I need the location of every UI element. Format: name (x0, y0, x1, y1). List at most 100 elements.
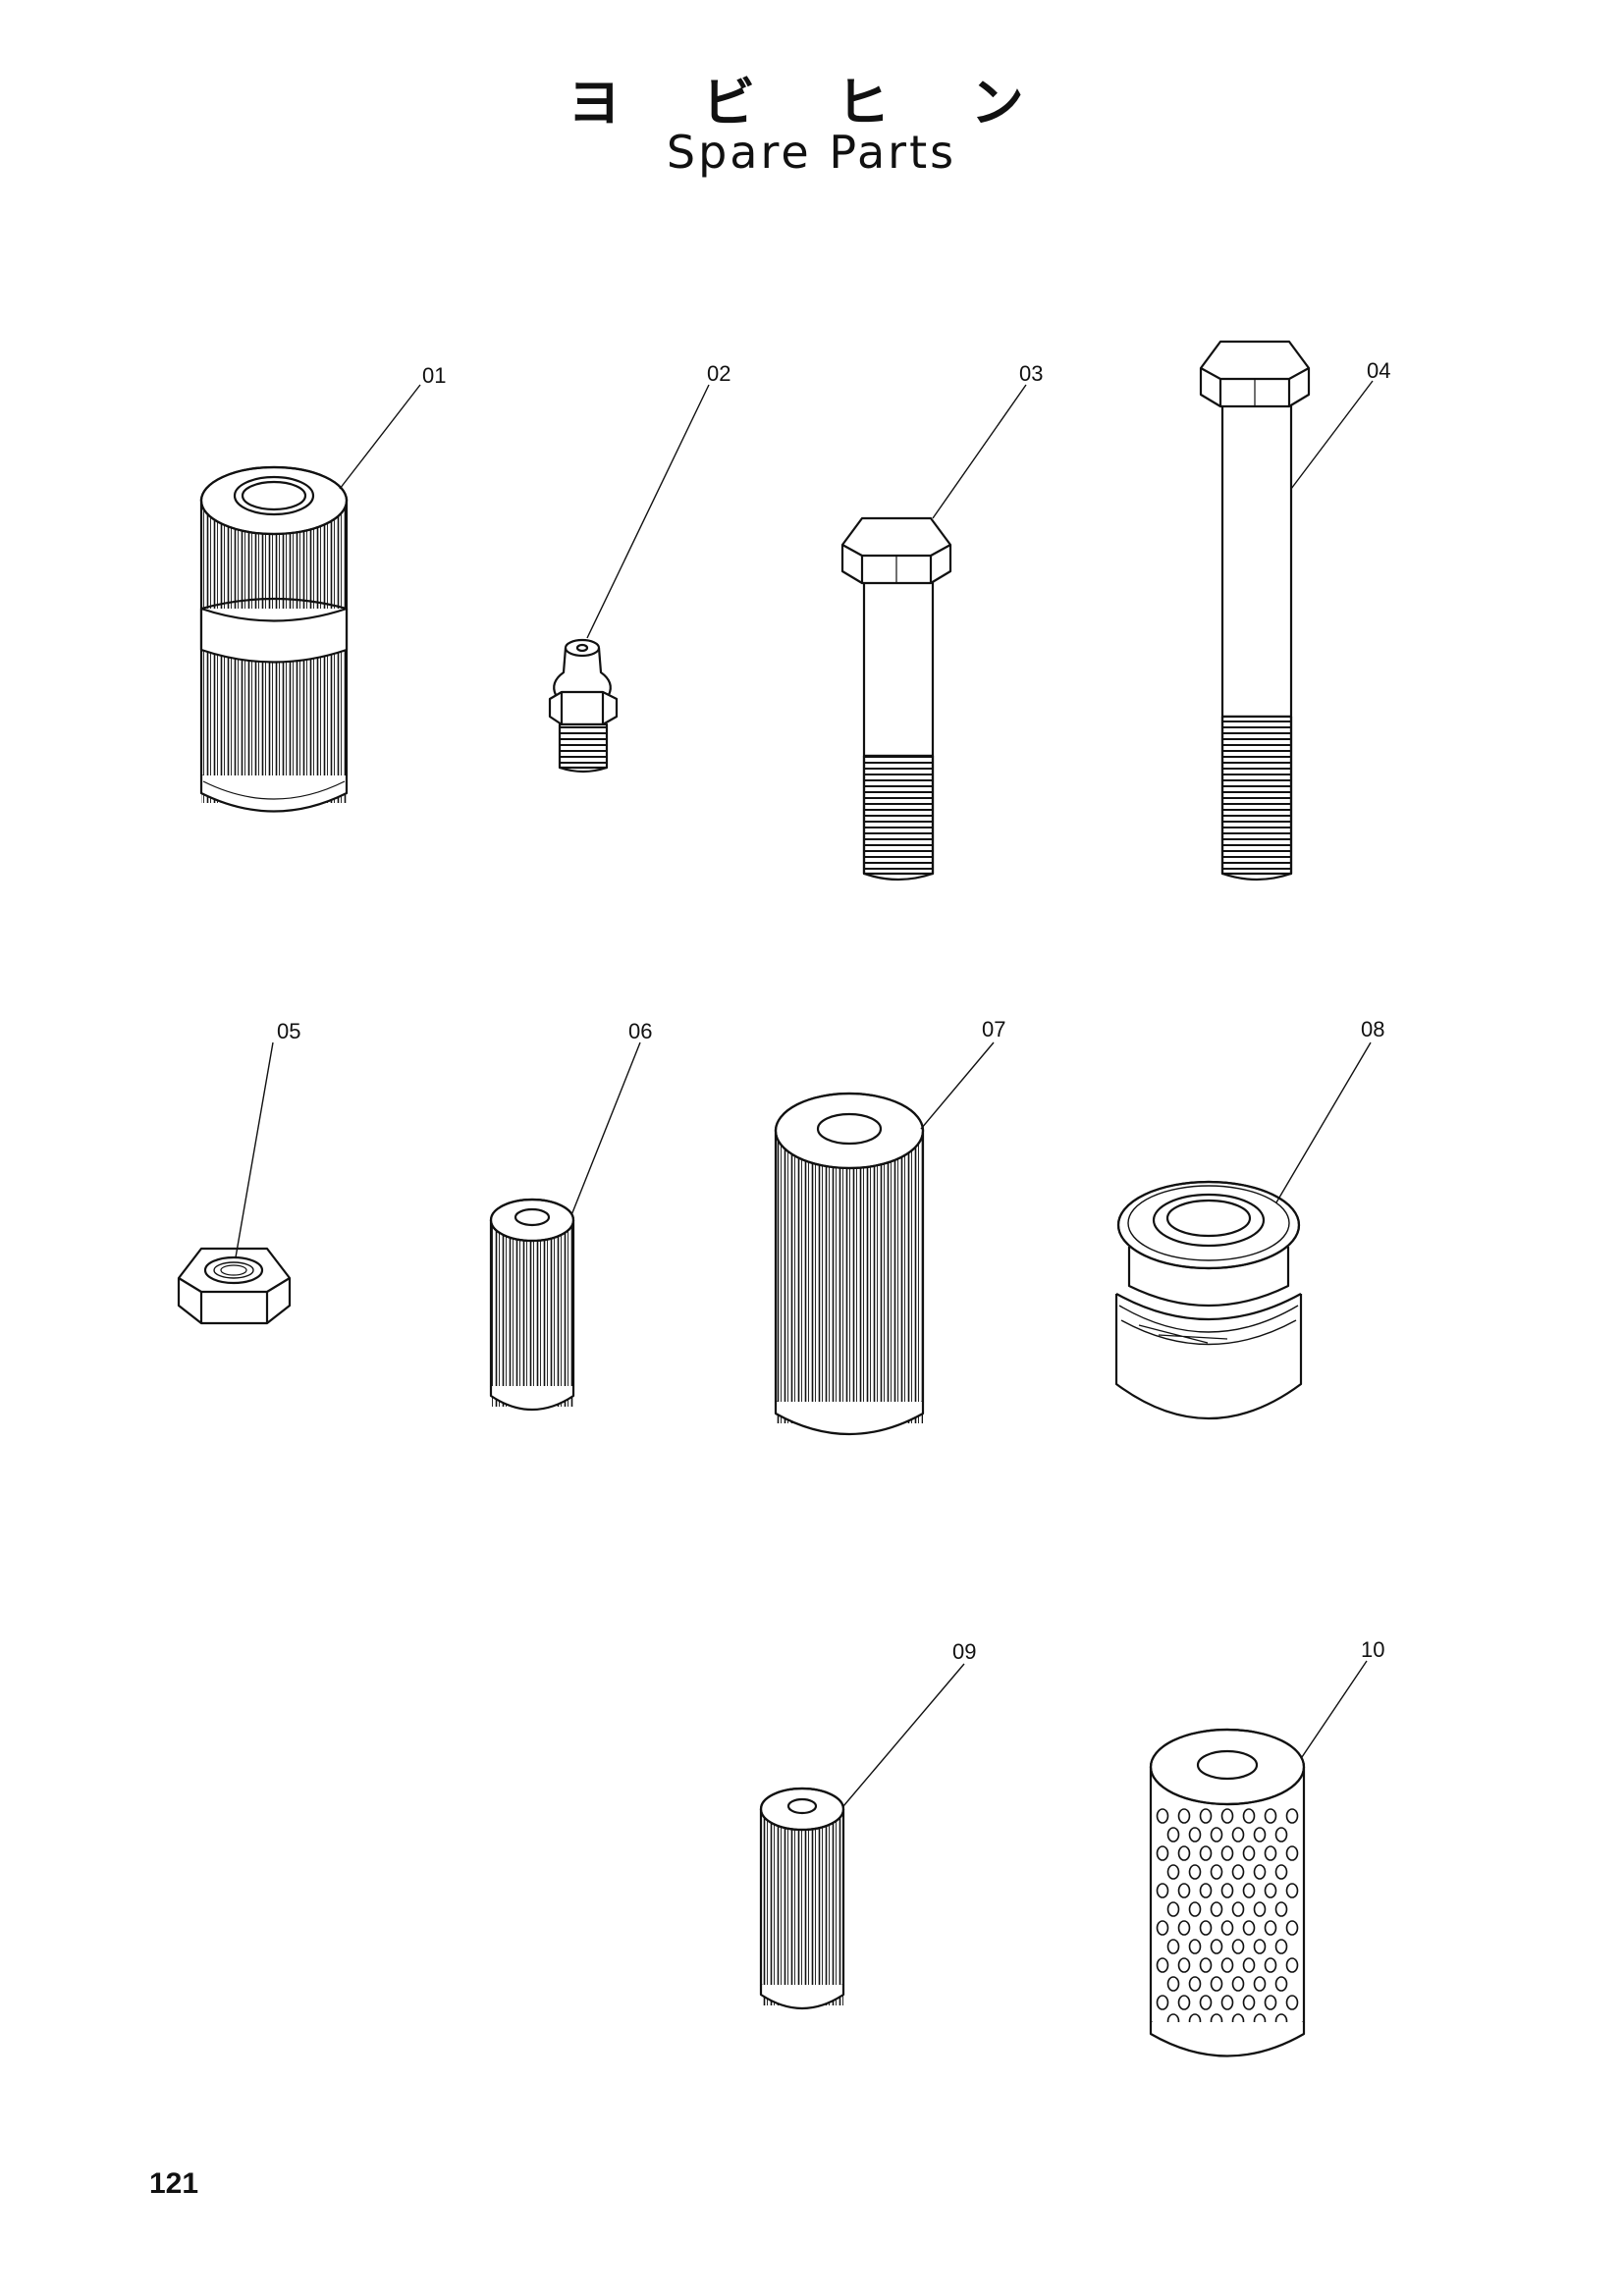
perforation-hole (1231, 1939, 1245, 1954)
perforation-hole (1274, 1939, 1288, 1954)
perforation-hole (1220, 1808, 1234, 1824)
callout-06: 06 (628, 1019, 652, 1043)
perforation-hole (1177, 1883, 1191, 1898)
perforation-hole (1242, 1883, 1256, 1898)
perforation-hole (1177, 1808, 1191, 1824)
leader-04 (1290, 380, 1374, 490)
perforation-hole (1188, 1939, 1202, 1954)
perforation-hole (1199, 1808, 1213, 1824)
perforation-hole (1220, 1845, 1234, 1861)
title-japanese: ヨ ビ ヒ ン (568, 72, 1055, 133)
callout-03: 03 (1019, 361, 1043, 386)
perforation-hole (1210, 1939, 1223, 1954)
perforation-hole (1188, 1901, 1202, 1917)
perforation-hole (1177, 1995, 1191, 2010)
perforation-hole (1220, 1883, 1234, 1898)
perforation-hole (1264, 1957, 1277, 1973)
perforation-hole (1220, 1920, 1234, 1936)
perforation-hole (1242, 1920, 1256, 1936)
part-05-hex-nut (177, 1247, 292, 1325)
perforation-hole (1253, 1901, 1267, 1917)
part-04-hex-bolt-long (1199, 340, 1311, 881)
perforation-hole (1199, 1845, 1213, 1861)
leader-09 (842, 1663, 965, 1807)
perforation-hole (1285, 1957, 1299, 1973)
perforation-hole (1177, 1920, 1191, 1936)
perforation-hole (1156, 1920, 1169, 1936)
perforation-hole (1210, 1864, 1223, 1880)
perforation-hole (1156, 1995, 1169, 2010)
callout-04: 04 (1367, 358, 1390, 383)
leader-lines (235, 380, 1374, 1807)
page-number: 121 (149, 2167, 199, 2200)
part-10-perforated-filter (1149, 1728, 1306, 2057)
perforation-hole (1177, 1957, 1191, 1973)
part-08-seal-ring (1114, 1180, 1303, 1419)
callout-02: 02 (707, 361, 730, 386)
perforation-hole (1199, 1920, 1213, 1936)
leader-07 (920, 1041, 995, 1130)
callout-01: 01 (422, 363, 446, 388)
perforation-hole (1253, 1827, 1267, 1842)
perforation-hole (1156, 1883, 1169, 1898)
leader-03 (932, 384, 1027, 519)
perforation-hole (1188, 1827, 1202, 1842)
leader-05 (235, 1041, 274, 1258)
perforation-hole (1274, 1827, 1288, 1842)
perforation-hole (1274, 1901, 1288, 1917)
leader-01 (339, 384, 421, 490)
callout-05: 05 (277, 1019, 300, 1043)
perforation-hole (1220, 1957, 1234, 1973)
perforation-hole (1166, 1864, 1180, 1880)
leader-02 (586, 384, 710, 639)
perforation-hole (1210, 1976, 1223, 1992)
perforation-hole (1264, 1808, 1277, 1824)
perforation-hole (1285, 1995, 1299, 2010)
callout-10: 10 (1361, 1637, 1384, 1662)
perforation-hole (1231, 1827, 1245, 1842)
perforation-hole (1199, 1995, 1213, 2010)
perforation-hole (1253, 1864, 1267, 1880)
callout-09: 09 (952, 1639, 976, 1664)
perforation-hole (1231, 1901, 1245, 1917)
part-09-filter-element (759, 1787, 845, 2010)
part-03-hex-bolt (840, 516, 952, 881)
perforation-hole (1166, 1901, 1180, 1917)
perforation-hole (1199, 1883, 1213, 1898)
perforation-hole (1156, 1957, 1169, 1973)
perforation-hole (1264, 1920, 1277, 1936)
perforation-hole (1156, 1808, 1169, 1824)
callout-07: 07 (982, 1017, 1005, 1041)
title-english: Spare Parts (666, 126, 957, 179)
perforation-hole (1285, 1808, 1299, 1824)
perforation-hole (1285, 1845, 1299, 1861)
perforation-hole (1210, 1901, 1223, 1917)
perforation-hole (1264, 1845, 1277, 1861)
part-06-filter-element (489, 1198, 575, 1412)
part-01-filter-element (199, 465, 349, 813)
leader-06 (570, 1041, 641, 1216)
perforation-hole (1231, 1864, 1245, 1880)
perforation-hole (1156, 1845, 1169, 1861)
part-07-filter-element (774, 1092, 925, 1435)
perforation-hole (1242, 1995, 1256, 2010)
perforation-hole (1210, 1827, 1223, 1842)
perforation-hole (1166, 1827, 1180, 1842)
perforation-hole (1177, 1845, 1191, 1861)
perforation-hole (1242, 1845, 1256, 1861)
perforation-hole (1242, 1957, 1256, 1973)
perforation-hole (1188, 1976, 1202, 1992)
leader-08 (1275, 1041, 1372, 1203)
perforation-hole (1242, 1808, 1256, 1824)
leader-10 (1301, 1660, 1368, 1758)
perforation-hole (1188, 1864, 1202, 1880)
perforation-hole (1166, 1976, 1180, 1992)
part-02-grease-nipple (548, 638, 619, 774)
perforation-hole (1264, 1883, 1277, 1898)
callout-08: 08 (1361, 1017, 1384, 1041)
perforation-hole (1285, 1883, 1299, 1898)
perforation-hole (1253, 1939, 1267, 1954)
perforation-hole (1231, 1976, 1245, 1992)
callout-labels: 01 02 03 04 05 06 07 08 09 10 (277, 358, 1390, 1664)
